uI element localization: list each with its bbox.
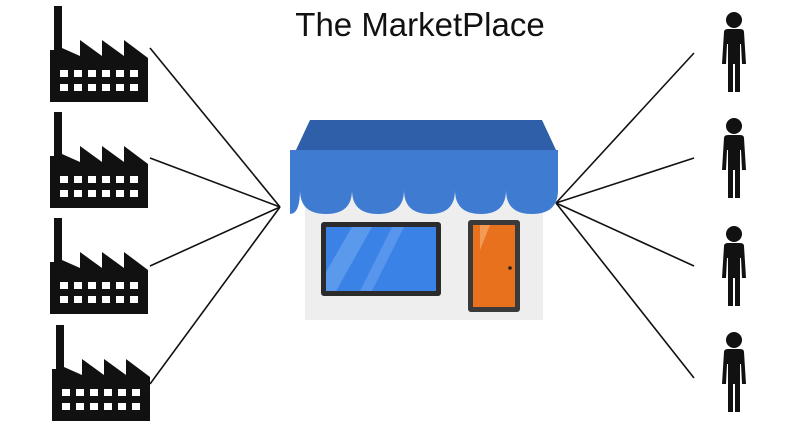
connection-line [555,202,695,379]
door-reflection [480,225,490,250]
door-knob [508,266,512,270]
person-icon [722,118,746,198]
connection-line [149,206,281,385]
diagram-title: The MarketPlace [0,6,800,44]
window-reflection [326,227,372,291]
connection-line [555,52,695,204]
connection-line [149,157,281,208]
person-icon [722,226,746,306]
connection-line [149,206,281,267]
factory-icon [50,218,148,314]
factory-icon [50,6,148,102]
connection-line [555,202,695,267]
awning-top [296,120,556,150]
storefront-icon [290,120,558,320]
factory-icon [52,325,150,421]
connection-line [555,157,695,204]
store-door [473,225,515,307]
connection-line [149,47,281,208]
customer-connection-lines [555,52,695,379]
window-reflection [360,227,404,291]
factory-icon [50,112,148,208]
person-icon [722,12,746,92]
awning-scallops [290,150,558,214]
person-icon [722,332,746,412]
supplier-connection-lines [149,47,281,385]
diagram-title-text: The MarketPlace [295,6,545,43]
